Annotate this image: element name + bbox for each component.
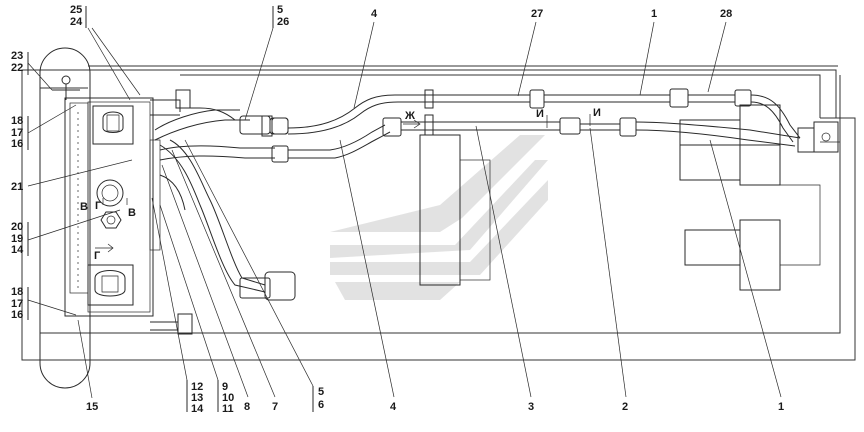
svg-text:3: 3 [528,401,534,413]
svg-text:Г: Г [94,250,101,262]
callout-21: 21 [11,159,133,193]
svg-text:28: 28 [720,8,732,20]
svg-text:8: 8 [244,401,250,413]
callout-12-13-14: 12 13 14 [151,197,204,415]
callout-1-top: 1 [639,8,657,96]
hex-nut [100,211,122,229]
svg-text:18: 18 [11,115,23,127]
svg-text:17: 17 [11,127,23,139]
ring-fitting [96,179,124,207]
callout-8: 8 [161,164,250,413]
svg-text:В: В [128,207,136,219]
upper-fitting [92,105,134,145]
callout-28: 28 [707,8,732,93]
svg-text:В: В [80,201,88,213]
svg-text:24: 24 [70,16,83,28]
svg-text:23: 23 [11,50,23,62]
svg-text:5: 5 [277,4,283,16]
callout-4-top: 4 [353,8,378,109]
svg-text:11: 11 [222,403,234,415]
svg-text:21: 21 [11,181,23,193]
svg-text:14: 14 [191,403,204,415]
svg-text:18: 18 [11,286,23,298]
svg-text:6: 6 [318,399,324,411]
callout-20-19-14: 20 19 14 [11,209,121,256]
svg-text:5: 5 [318,386,324,398]
tank-outline [39,47,91,389]
control-valve-block [64,97,161,317]
svg-text:Ж: Ж [404,110,415,122]
callout-18-17-16-upper: 18 17 16 [11,104,77,150]
callout-2: 2 [589,127,628,413]
callout-5-26: 5 26 [244,4,289,121]
callout-23-22: 23 22 [11,50,53,91]
svg-text:12: 12 [191,381,203,393]
center-tank [419,134,491,286]
svg-text:22: 22 [11,62,23,74]
callout-4-bottom: 4 [339,139,397,413]
section-mark-g-bottom: Г [94,243,114,262]
section-mark-v-top: В [80,198,91,213]
section-mark-i-right: И [589,107,601,126]
svg-text:20: 20 [11,221,23,233]
section-mark-g-top: Г [95,198,104,212]
fitting-26 [261,115,289,137]
svg-text:И: И [593,107,601,119]
svg-text:10: 10 [222,392,234,404]
section-mark-i-left: И [536,108,548,128]
svg-text:И: И [536,108,544,120]
right-pump-block [679,104,839,291]
hose-route-main [287,88,801,143]
hose-route-lower [159,114,801,163]
callout-1-bottom: 1 [709,139,784,413]
section-mark-v-bottom: В [126,198,136,219]
callout-25-24: 25 24 [70,4,141,101]
callout-3: 3 [475,125,534,413]
svg-text:1: 1 [651,8,657,20]
svg-text:26: 26 [277,16,289,28]
svg-text:4: 4 [371,8,378,20]
svg-text:13: 13 [191,392,203,404]
top-pipe-23 [52,75,80,100]
callout-9-10-11: 9 10 11 [159,204,234,415]
svg-text:Г: Г [95,200,102,212]
svg-text:15: 15 [86,401,98,413]
svg-text:27: 27 [531,8,543,20]
svg-text:14: 14 [11,244,24,256]
svg-text:1: 1 [778,401,784,413]
svg-text:9: 9 [222,381,228,393]
section-mark-zh: Ж [403,110,421,129]
callout-18-17-16-lower: 18 17 16 [11,286,77,321]
svg-text:4: 4 [390,401,397,413]
lower-fitting [87,264,134,306]
callout-27: 27 [517,8,543,97]
upper-left-hoses [150,89,289,141]
svg-text:16: 16 [11,309,23,321]
callout-15: 15 [77,319,98,413]
svg-text:25: 25 [70,4,82,16]
svg-text:17: 17 [11,298,23,310]
svg-text:19: 19 [11,233,23,245]
callout-5-6: 5 6 [184,139,324,412]
svg-text:16: 16 [11,138,23,150]
svg-text:7: 7 [272,401,278,413]
bottom-fitting [150,313,193,335]
callout-7: 7 [171,149,278,413]
watermark-logo-icon [330,135,548,300]
hose-route-down [159,139,296,301]
svg-text:2: 2 [622,401,628,413]
